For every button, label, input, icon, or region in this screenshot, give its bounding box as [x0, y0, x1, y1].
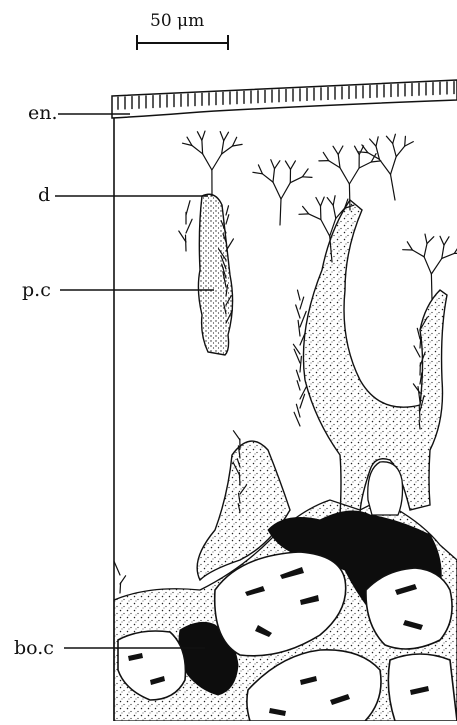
label-d: d — [38, 186, 50, 205]
label-pc: p.c — [22, 281, 51, 300]
label-boc: bo.c — [14, 639, 54, 658]
label-en: en. — [28, 104, 58, 123]
enamel-layer — [112, 80, 457, 118]
scale-bar-label: 50 μm — [150, 13, 204, 30]
scale-bar — [137, 35, 228, 50]
label-leader-lines — [55, 114, 214, 648]
small-loop — [368, 462, 403, 515]
